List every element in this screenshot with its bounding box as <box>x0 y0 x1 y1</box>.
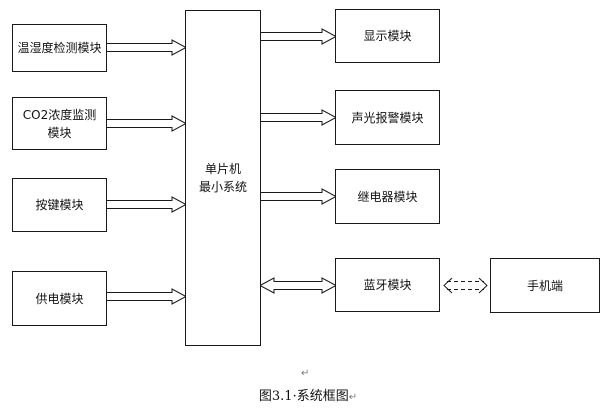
bluetooth-module-box: 蓝牙模块 <box>335 258 440 312</box>
humidity-module-box: 温湿度检测模块 <box>12 24 107 72</box>
figure-caption-text: 图3.1·系统框图 <box>258 389 349 404</box>
wireless-link-bluetooth-phone <box>443 277 488 294</box>
paragraph-mark: ↵ <box>301 368 310 379</box>
display-module-box: 显示模块 <box>335 9 440 63</box>
bluetooth-module-label: 蓝牙模块 <box>363 278 412 292</box>
arrow-co2-to-mcu <box>105 115 188 132</box>
arrow-mcu-to-relay <box>259 188 338 205</box>
humidity-module-label: 温湿度检测模块 <box>17 41 102 55</box>
arrow-humidity-to-mcu <box>105 39 188 56</box>
alarm-module-box: 声光报警模块 <box>335 90 440 145</box>
arrow-keys-to-mcu <box>105 196 188 213</box>
mcu-box: 单片机 最小系统 <box>185 10 261 346</box>
keys-module-label: 按键模块 <box>35 198 84 212</box>
relay-module-label: 继电器模块 <box>357 189 418 204</box>
caption-paragraph-mark: ↵ <box>348 392 358 403</box>
display-module-label: 显示模块 <box>363 29 412 43</box>
co2-module-label: CO2浓度监测 模块 <box>22 107 97 140</box>
arrow-mcu-to-display <box>259 28 338 45</box>
mcu-label: 单片机 最小系统 <box>198 162 247 194</box>
phone-label: 手机端 <box>526 278 563 293</box>
power-module-label: 供电模块 <box>35 291 84 306</box>
phone-box: 手机端 <box>490 258 600 313</box>
figure-caption: 图3.1·系统框图↵ <box>0 385 616 404</box>
arrow-power-to-mcu <box>105 288 188 305</box>
arrow-mcu-to-alarm <box>259 109 338 126</box>
alarm-module-label: 声光报警模块 <box>351 110 424 125</box>
arrow-mcu-bluetooth-bidirectional <box>258 277 338 294</box>
power-module-box: 供电模块 <box>12 271 107 326</box>
keys-module-box: 按键模块 <box>12 178 107 232</box>
co2-module-box: CO2浓度监测 模块 <box>12 97 107 150</box>
relay-module-box: 继电器模块 <box>335 169 440 224</box>
